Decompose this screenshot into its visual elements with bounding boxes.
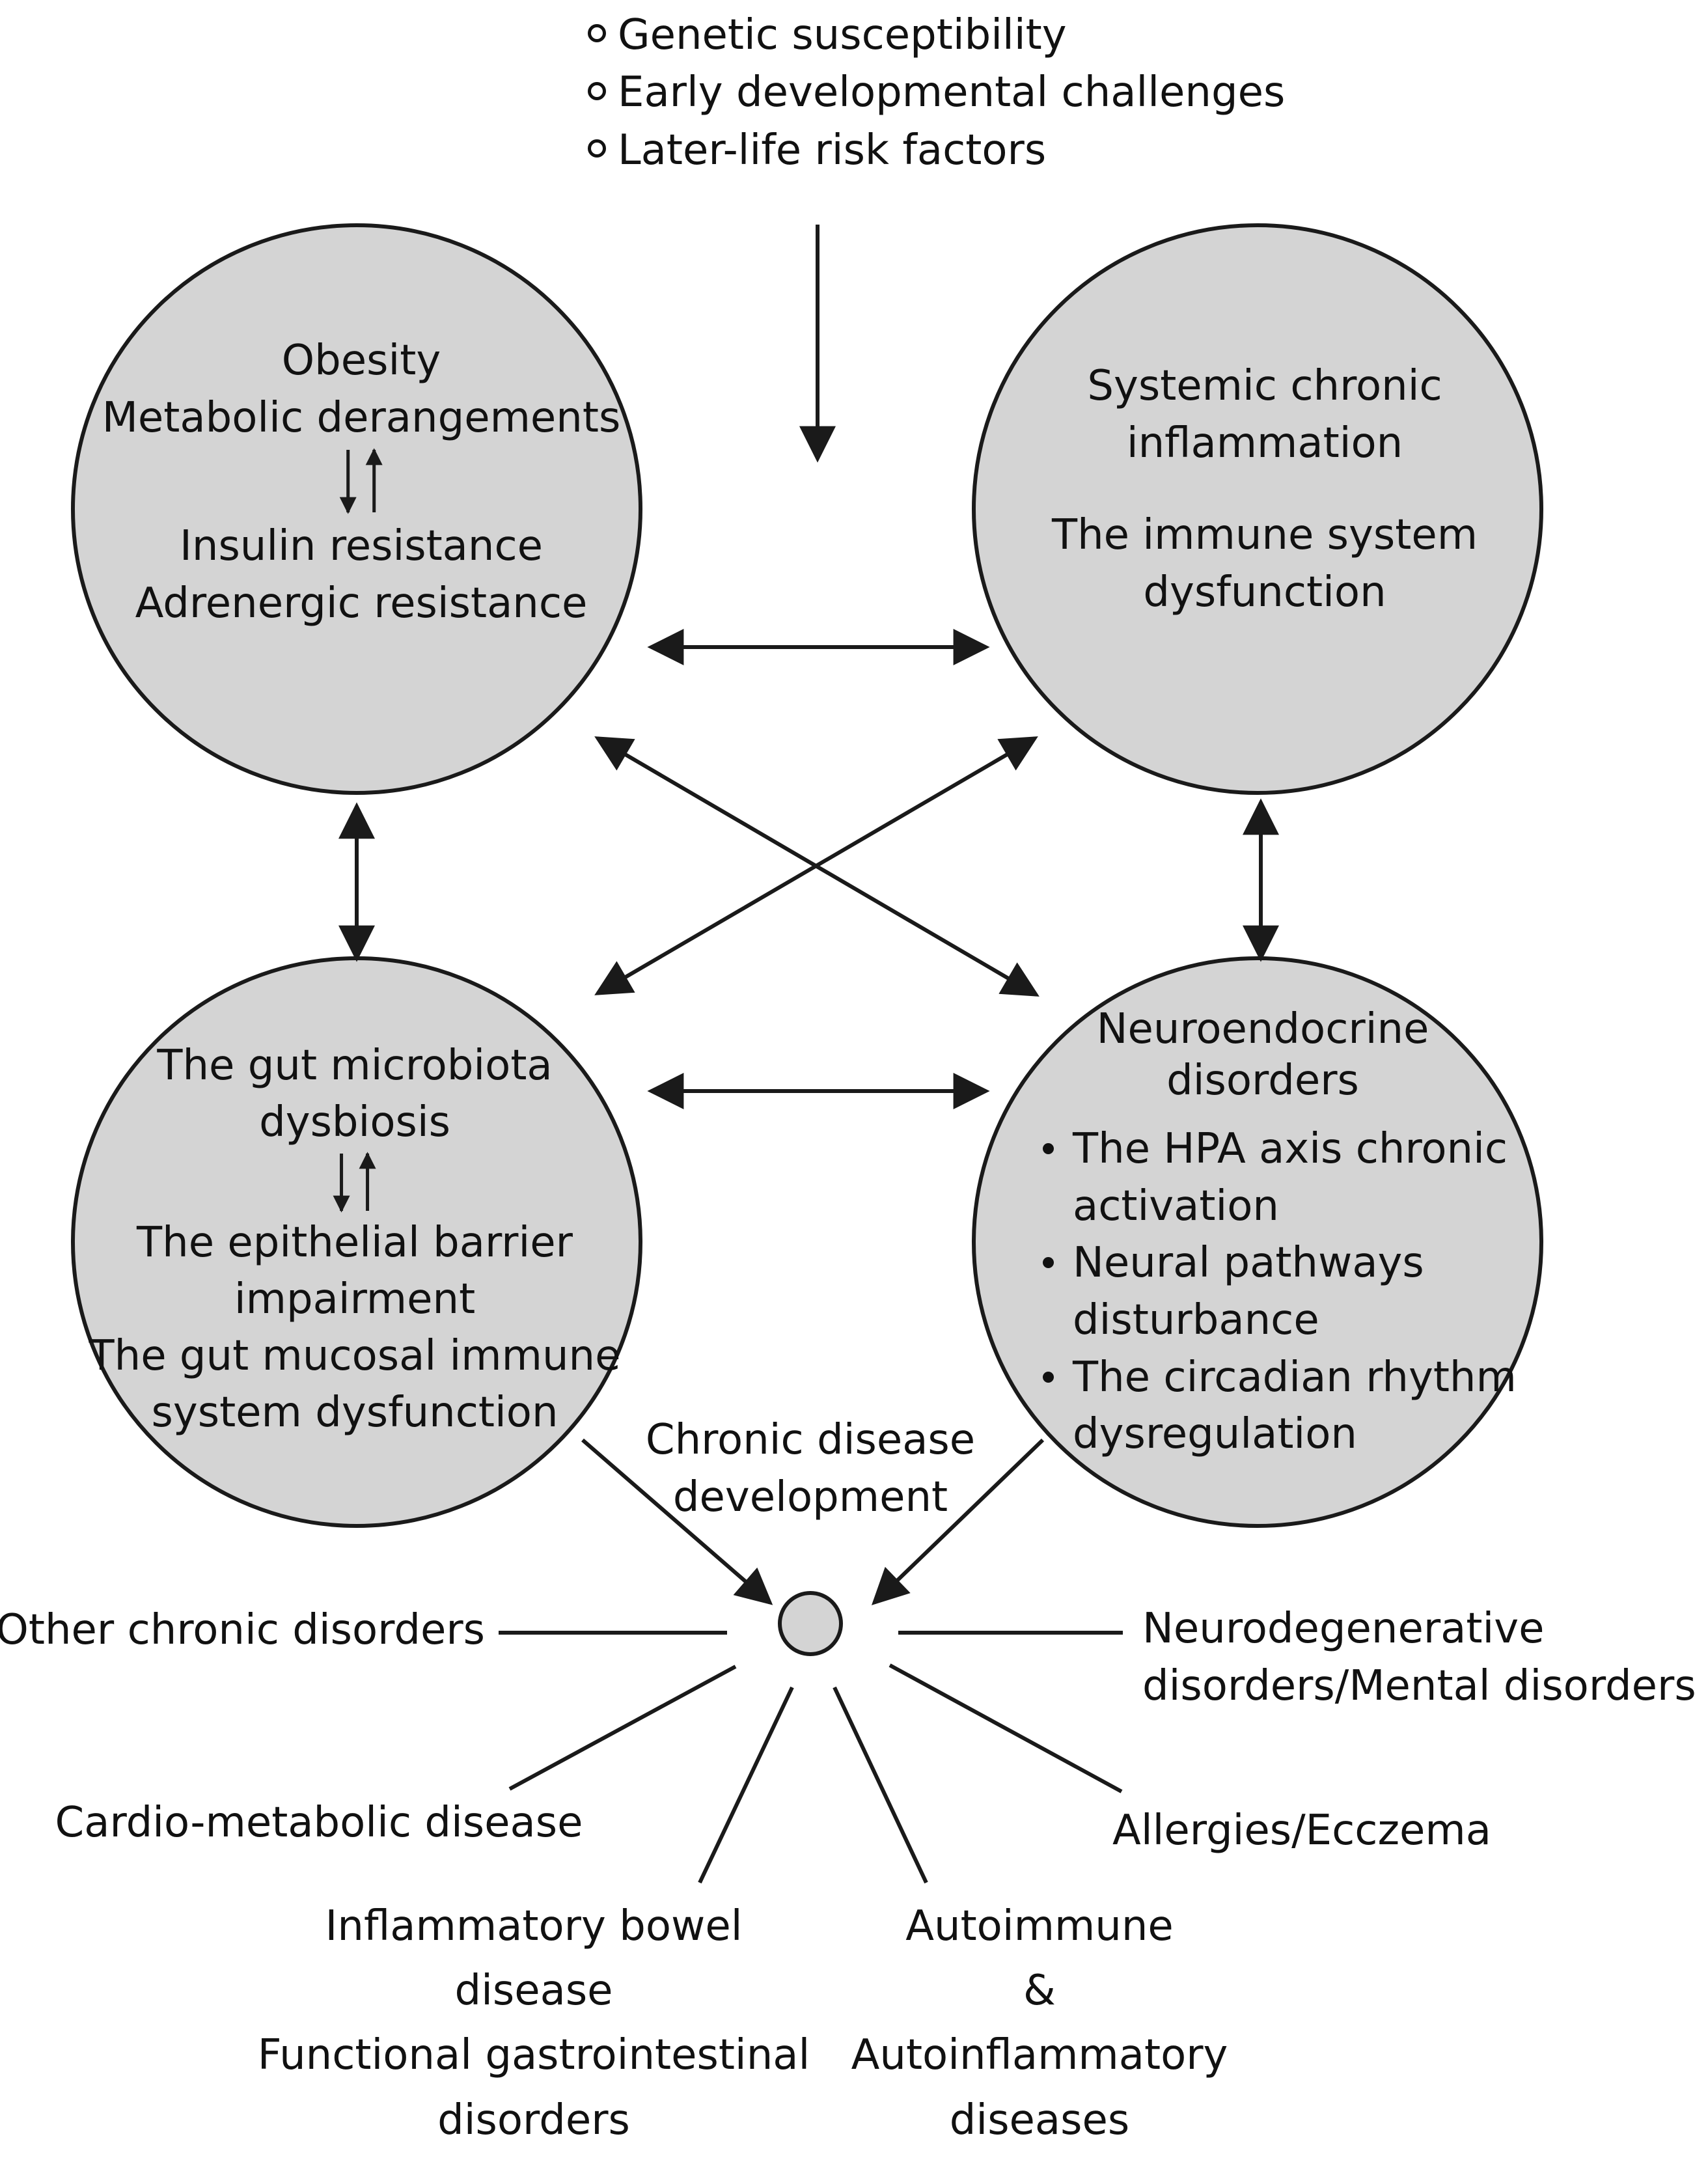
gut-line: The gut microbiota [157,1042,553,1090]
ring-bullet-icon [588,139,606,158]
outcome-label-line: Autoinflammatory [851,2031,1228,2080]
neuro-title-line: disorders [1166,1057,1359,1105]
neuro-bullet-item: The circadian rhythm dysregulation [1039,1349,1517,1463]
metabolic-line: Obesity [281,337,441,385]
metabolic-text: Obesity Metabolic derangements Insulin r… [102,332,621,632]
spoke-cardio [508,1665,737,1791]
outcome-label: Cardio-metabolic disease [55,1799,583,1847]
risk-factor-item: Later-life risk factors [588,122,1285,179]
gut-line: impairment [234,1275,476,1324]
neuro-title-line: Neuroendocrine [1096,1005,1429,1053]
outcome-label-line: disease [454,1967,613,2015]
spacer [1052,473,1478,506]
risk-factor-label: Early developmental challenges [618,68,1286,117]
outcome-label-line: & [1023,1967,1056,2015]
outcome-allergies: Allergies/Ecczema [1112,1802,1491,1859]
neuro-bullets: The HPA axis chronic activation Neural p… [1039,1121,1517,1463]
bullet-dot-icon [1043,1143,1054,1154]
risk-factor-list: Genetic susceptibility Early development… [588,7,1285,179]
neuro-bullet-line: The circadian rhythm [1073,1353,1517,1402]
outcome-other-chronic: Other chronic disorders [0,1601,485,1659]
hub-label-line: Chronic disease [645,1416,976,1464]
arrow-gut-to-hub [581,1438,773,1605]
gut-line: The gut mucosal immune [89,1332,621,1381]
bullet-dot-icon [1043,1257,1054,1269]
circle-inflammation [972,223,1543,795]
hub-circle [778,1591,843,1656]
outcome-label: Allergies/Ecczema [1112,1806,1491,1855]
circle-metabolic [71,223,642,795]
inflammation-line: Systemic chronic [1087,362,1442,410]
inflammation-text: Systemic chronic inflammation The immune… [1052,357,1478,621]
inflammation-line: The immune system [1051,510,1478,559]
neuro-bullet-line: dysregulation [1073,1410,1357,1459]
metabolic-line: Adrenergic resistance [135,579,588,628]
outcome-label-line: Autoimmune [905,1902,1174,1950]
gut-text: The gut microbiota dysbiosis The epithel… [89,1038,621,1441]
risk-factor-item: Early developmental challenges [588,64,1285,121]
outcome-ibd: Inflammatory bowel disease Functional ga… [258,1894,810,2153]
neuro-bullet-item: Neural pathways disturbance [1039,1235,1517,1349]
spoke-autoimmune [833,1686,928,1884]
feedback-arrows-icon [102,447,621,518]
outcome-label-line: Neurodegenerative [1142,1605,1545,1653]
neuro-bullet-line: activation [1073,1182,1279,1230]
outcome-label-line: Inflammatory bowel [325,1902,743,1950]
metabolic-line: Insulin resistance [180,521,543,570]
bullet-dot-icon [1043,1371,1054,1383]
outcome-label-line: diseases [949,2096,1130,2144]
risk-factor-label: Later-life risk factors [618,126,1047,174]
spoke-ibd [698,1686,794,1884]
outcome-label-line: Functional gastrointestinal [257,2031,810,2080]
ring-bullet-icon [588,24,606,43]
arrow-neuro-to-hub [871,1438,1045,1605]
hub-label: Chronic disease development [646,1411,975,1527]
feedback-arrows-icon [89,1151,621,1215]
metabolic-line: Metabolic derangements [102,394,621,443]
outcome-label-line: disorders [437,2096,630,2144]
inflammation-line: inflammation [1126,419,1403,468]
outcome-label: Other chronic disorders [0,1606,485,1654]
neuro-bullet-line: The HPA axis chronic [1073,1125,1508,1173]
outcome-cardio-metabolic: Cardio-metabolic disease [55,1794,583,1851]
outcome-autoimmune: Autoimmune & Autoinflammatory diseases [851,1894,1228,2153]
neuro-bullet-item: The HPA axis chronic activation [1039,1121,1517,1235]
gut-line: system dysfunction [151,1389,558,1437]
hub-label-line: development [672,1473,948,1522]
ring-bullet-icon [588,81,606,100]
outcome-label-line: disorders/Mental disorders [1142,1662,1696,1711]
arrow-inflammation-gut [594,736,1038,995]
risk-factor-label: Genetic susceptibility [618,11,1067,59]
gut-line: The epithelial barrier [137,1219,573,1267]
gut-line: dysbiosis [259,1098,450,1147]
neuro-title: Neuroendocrine disorders [1097,1004,1429,1107]
outcome-neurodegenerative: Neurodegenerative disorders/Mental disor… [1142,1600,1696,1715]
neuro-bullet-line: Neural pathways [1073,1239,1424,1288]
neuro-bullet-line: disturbance [1073,1296,1319,1345]
risk-factor-item: Genetic susceptibility [588,7,1285,64]
spoke-allergy [888,1663,1123,1793]
inflammation-line: dysfunction [1143,568,1386,616]
